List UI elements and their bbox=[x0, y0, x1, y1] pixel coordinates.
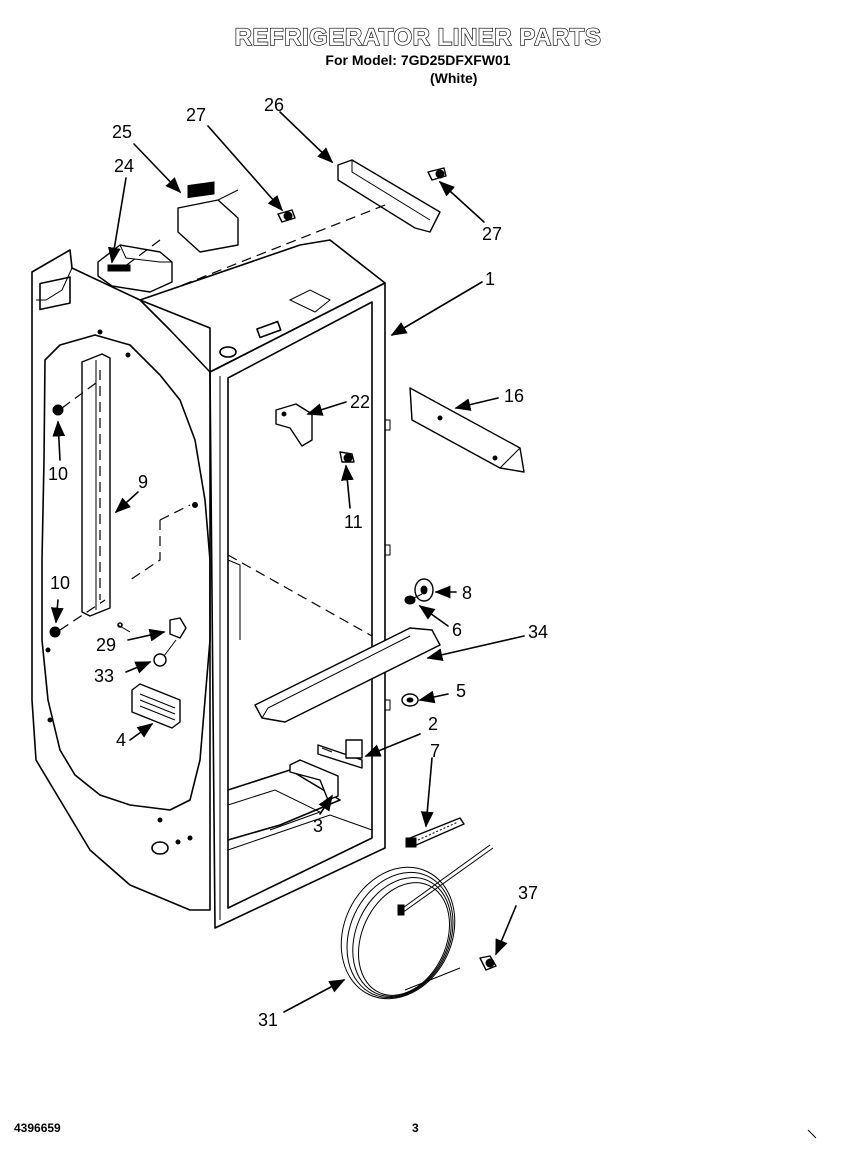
callout-10-lower: 10 bbox=[50, 573, 70, 593]
part-27-screw-left bbox=[277, 209, 296, 223]
part-10-screw-lower bbox=[49, 626, 61, 638]
callout-5: 5 bbox=[456, 681, 466, 701]
callout-37: 37 bbox=[518, 883, 538, 903]
callout-11: 11 bbox=[344, 512, 363, 532]
callout-22: 22 bbox=[350, 392, 370, 412]
part-9-rail bbox=[81, 353, 111, 617]
callout-27-right: 27 bbox=[482, 224, 502, 244]
callout-33: 33 bbox=[94, 666, 114, 686]
part-11-screw bbox=[339, 451, 355, 463]
leader-lines bbox=[50, 111, 525, 1013]
part-4-vent bbox=[131, 683, 181, 729]
part-5-nut bbox=[401, 693, 419, 707]
part-2-clip bbox=[317, 739, 363, 769]
part-10-screw-upper bbox=[52, 404, 64, 416]
callout-25: 25 bbox=[112, 122, 132, 142]
part-33-light-bulb bbox=[153, 639, 177, 667]
callout-27-left: 27 bbox=[186, 105, 206, 125]
callout-2: 2 bbox=[428, 714, 438, 734]
part-31-wire-harness bbox=[340, 844, 494, 1000]
part-34-cover bbox=[254, 627, 441, 723]
part-16-shelf-support bbox=[409, 387, 525, 473]
part-22-bracket bbox=[275, 403, 313, 447]
page-number: 3 bbox=[412, 1121, 419, 1135]
callout-9: 9 bbox=[138, 472, 148, 492]
page-title: REFRIGERATOR LINER PARTS bbox=[234, 23, 602, 51]
part-27-screw-right bbox=[427, 167, 447, 181]
callout-10-upper: 10 bbox=[48, 464, 68, 484]
callout-31: 31 bbox=[258, 1010, 278, 1030]
document-number: 4396659 bbox=[14, 1121, 61, 1135]
callout-8: 8 bbox=[462, 583, 472, 603]
callout-29: 29 bbox=[96, 635, 116, 655]
part-6-screw bbox=[404, 593, 423, 605]
callout-24: 24 bbox=[114, 156, 134, 176]
part-8-grommet bbox=[414, 578, 434, 602]
callout-34: 34 bbox=[528, 622, 548, 642]
callout-3: 3 bbox=[313, 816, 323, 836]
refrigerator-liner bbox=[31, 239, 391, 929]
part-25-bracket bbox=[119, 181, 239, 271]
part-37-screw bbox=[479, 955, 497, 971]
callout-4: 4 bbox=[116, 730, 126, 750]
callout-7: 7 bbox=[430, 741, 440, 761]
callout-26: 26 bbox=[264, 95, 284, 115]
callout-1: 1 bbox=[485, 269, 495, 289]
part-29-light-socket bbox=[117, 617, 187, 639]
part-3-bracket bbox=[289, 759, 339, 801]
color-line: (White) bbox=[430, 70, 478, 86]
part-7-cable-tie bbox=[405, 817, 465, 848]
callout-16: 16 bbox=[504, 386, 524, 406]
part-26-channel bbox=[169, 159, 441, 291]
model-line: For Model: 7GD25DFXFW01 bbox=[325, 52, 511, 68]
callout-6: 6 bbox=[452, 620, 462, 640]
